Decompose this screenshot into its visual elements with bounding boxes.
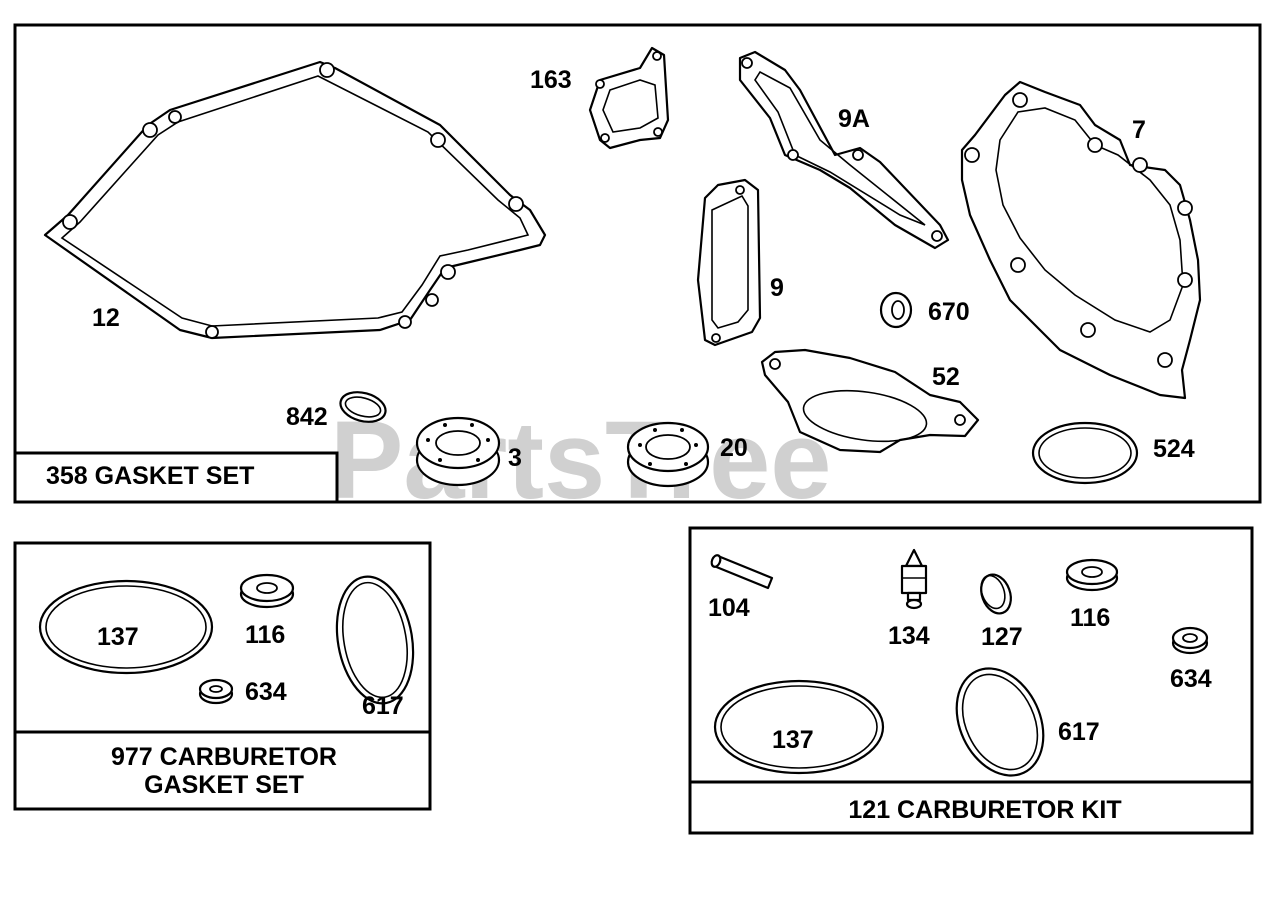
part-634-washer[interactable] xyxy=(198,678,234,705)
part-134-needle-valve[interactable] xyxy=(900,548,928,610)
part-127-plug[interactable] xyxy=(976,570,1016,617)
part-7-head-gasket[interactable] xyxy=(960,80,1202,400)
carb-gasket-set-panel xyxy=(13,541,432,811)
part-12-crankcase-gasket[interactable] xyxy=(43,60,547,340)
watermark: PartsTree xyxy=(330,399,831,522)
carb-gasket-set-title-line2: GASKET SET xyxy=(144,771,304,799)
part-137-o-ring-kit[interactable] xyxy=(713,679,885,775)
part-634-washer-kit[interactable] xyxy=(1171,626,1209,655)
label-k617: 617 xyxy=(1058,718,1100,746)
part-104-pin[interactable] xyxy=(710,554,774,590)
part-163-gasket[interactable] xyxy=(588,46,670,150)
label-163: 163 xyxy=(530,66,572,94)
gasket-set-title: 358 GASKET SET xyxy=(46,462,254,490)
label-3: 3 xyxy=(508,444,522,472)
part-9a-gasket[interactable] xyxy=(738,50,950,250)
part-3-oil-seal[interactable] xyxy=(415,416,501,487)
part-116-washer[interactable] xyxy=(239,573,295,609)
label-g137: 137 xyxy=(97,623,139,651)
label-k634: 634 xyxy=(1170,665,1212,693)
part-9-gasket[interactable] xyxy=(696,178,762,347)
part-20-oil-seal[interactable] xyxy=(626,421,710,488)
part-842-ring[interactable] xyxy=(337,388,389,427)
label-842: 842 xyxy=(286,403,328,431)
gasket-set-title-box xyxy=(13,451,339,504)
label-52: 52 xyxy=(932,363,960,391)
label-k134: 134 xyxy=(888,622,930,650)
carb-kit-title: 121 CARBURETOR KIT xyxy=(848,796,1121,824)
label-9: 9 xyxy=(770,274,784,302)
label-12: 12 xyxy=(92,304,120,332)
carb-gasket-set-title-line1: 977 CARBURETOR xyxy=(111,743,337,771)
part-670-seal[interactable] xyxy=(879,291,913,329)
label-670: 670 xyxy=(928,298,970,326)
carb-kit-panel xyxy=(688,526,1254,835)
label-k104: 104 xyxy=(708,594,750,622)
label-g634: 634 xyxy=(245,678,287,706)
gasket-set-panel xyxy=(13,23,1262,504)
label-g116: 116 xyxy=(245,621,285,649)
part-617-o-ring-kit[interactable] xyxy=(940,654,1060,789)
label-k116: 116 xyxy=(1070,604,1110,632)
label-k127: 127 xyxy=(981,623,1023,651)
label-g617: 617 xyxy=(362,692,404,720)
label-9a: 9A xyxy=(838,105,870,133)
part-137-o-ring[interactable] xyxy=(38,579,214,675)
part-617-o-ring[interactable] xyxy=(327,571,422,710)
part-116-washer-kit[interactable] xyxy=(1065,558,1119,592)
label-524: 524 xyxy=(1153,435,1195,463)
part-52-gasket[interactable] xyxy=(760,348,980,454)
label-k137: 137 xyxy=(772,726,814,754)
part-524-ring[interactable] xyxy=(1031,421,1139,485)
label-20: 20 xyxy=(720,434,748,462)
label-7: 7 xyxy=(1132,116,1146,144)
